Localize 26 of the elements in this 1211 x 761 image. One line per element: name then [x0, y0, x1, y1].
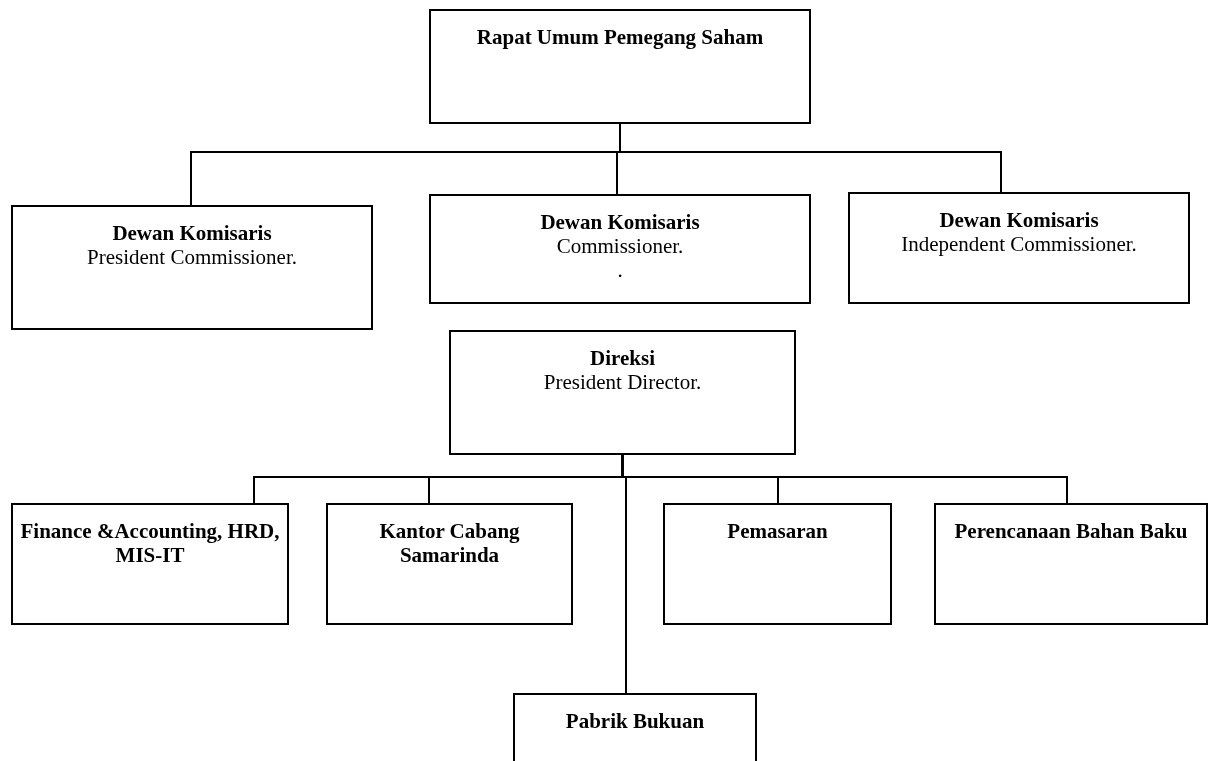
box-subtitle: Independent Commissioner.	[900, 232, 1138, 256]
org-box	[429, 194, 811, 304]
org-box	[934, 503, 1208, 625]
org-box	[513, 693, 757, 761]
box-title: Dewan Komisaris	[539, 210, 701, 234]
org-box	[11, 205, 373, 330]
org-box	[449, 330, 796, 455]
box-title: Finance &Accounting, HRD, MIS-IT	[19, 519, 281, 567]
org-box	[326, 503, 573, 625]
box-title: Dewan Komisaris	[938, 208, 1100, 232]
box-subtitle: .	[616, 258, 624, 282]
box-subtitle: President Director.	[542, 370, 703, 394]
box-subtitle: President Commissioner.	[86, 245, 298, 269]
org-box	[429, 9, 811, 124]
box-subtitle: Commissioner.	[555, 234, 685, 258]
box-title: Rapat Umum Pemegang Saham	[475, 25, 765, 49]
org-box	[848, 192, 1190, 304]
box-title: Direksi	[589, 346, 656, 370]
org-box	[663, 503, 892, 625]
box-title: Pemasaran	[726, 519, 829, 543]
connector-line	[621, 454, 627, 694]
box-title: Dewan Komisaris	[111, 221, 273, 245]
box-title: Perencanaan Bahan Baku	[953, 519, 1189, 543]
box-title: Pabrik Bukuan	[564, 709, 706, 733]
box-title: Kantor Cabang Samarinda	[378, 519, 521, 567]
org-box	[11, 503, 289, 625]
